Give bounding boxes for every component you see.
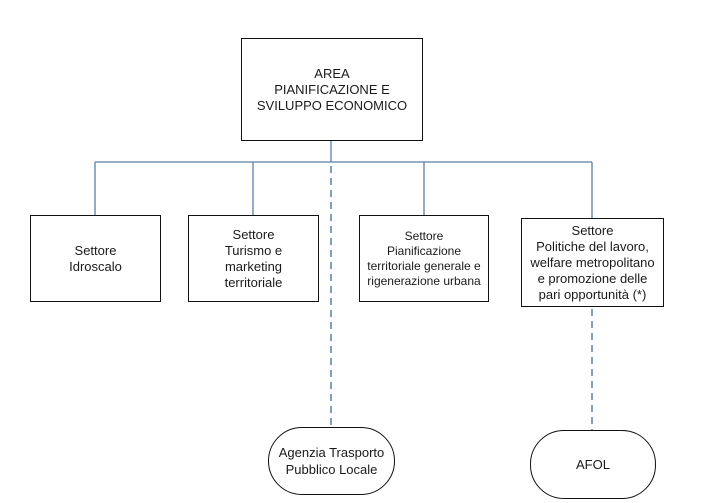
agency-node-label: Agenzia Trasporto Pubblico Locale (278, 445, 385, 477)
sector-node-label: Settore Politiche del lavoro, welfare me… (530, 222, 655, 302)
agency-node-atpl: Agenzia Trasporto Pubblico Locale (268, 427, 395, 495)
sector-node-turismo: Settore Turismo e marketing territoriale (188, 215, 319, 302)
sector-node-label: Settore Turismo e marketing territoriale (224, 226, 283, 290)
agency-node-label: AFOL (576, 457, 610, 472)
root-node-area-pianificazione: AREA PIANIFICAZIONE E SVILUPPO ECONOMICO (241, 38, 423, 141)
sector-node-idroscalo: Settore Idroscalo (30, 215, 161, 302)
sector-node-label: Settore Pianificazione territoriale gene… (367, 228, 481, 288)
agency-node-afol: AFOL (530, 430, 656, 499)
root-node-label: AREA PIANIFICAZIONE E SVILUPPO ECONOMICO (256, 65, 408, 113)
sector-node-politiche-lavoro: Settore Politiche del lavoro, welfare me… (521, 218, 664, 307)
sector-node-label: Settore Idroscalo (69, 242, 122, 274)
sector-node-pianificazione: Settore Pianificazione territoriale gene… (359, 215, 489, 302)
